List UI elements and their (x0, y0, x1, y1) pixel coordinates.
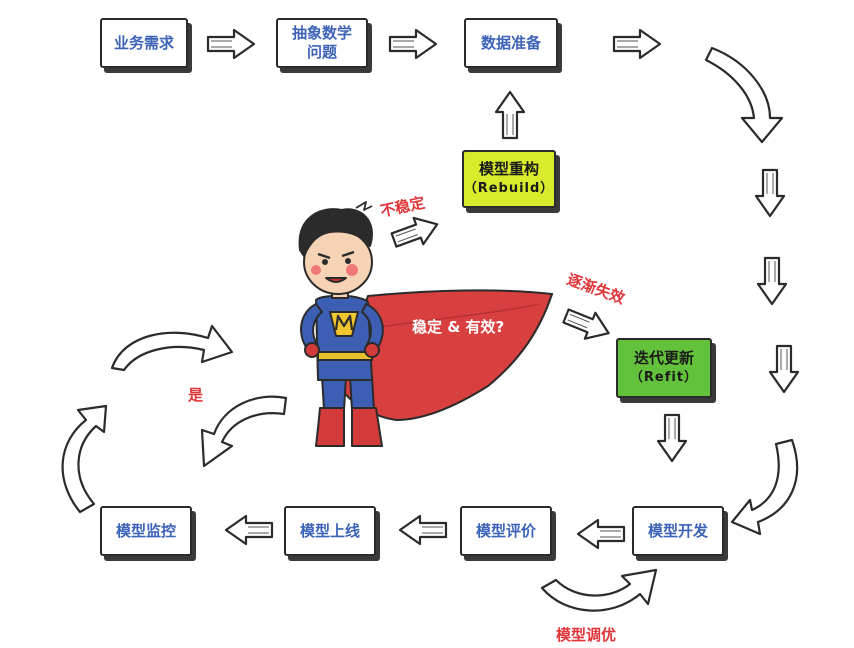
cape-text-stable-effective: 稳定 & 有效? (412, 318, 505, 336)
box-model-monitoring-label: 模型监控 (115, 521, 176, 540)
arrow-down-3 (768, 344, 800, 394)
curved-arrow-yes-down (200, 395, 288, 468)
box-model-evaluation-label: 模型评价 (475, 521, 536, 540)
box-abstract-line2: 问题 (306, 43, 337, 61)
note-model-tuning: 模型调优 (556, 626, 617, 644)
box-business-requirement-label: 业务需求 (113, 33, 174, 52)
box-model-evaluation[interactable]: 模型评价 (460, 506, 552, 556)
box-data-preparation-label: 数据准备 (480, 33, 541, 52)
box-model-deployment[interactable]: 模型上线 (284, 506, 376, 556)
box-model-development-label: 模型开发 (647, 521, 708, 540)
arrow-cape-to-refit (559, 301, 615, 348)
curved-arrow-to-develop (730, 438, 799, 536)
arrow-refit-to-develop (656, 413, 688, 463)
curved-arrow-right-top (704, 46, 784, 144)
arrow-deploy-to-monitor (224, 514, 274, 546)
box-model-development[interactable]: 模型开发 (632, 506, 724, 556)
box-abstract-math-problem[interactable]: 抽象数学 问题 (276, 18, 368, 68)
arrow-down-1 (754, 168, 786, 218)
curved-arrow-left-up (61, 404, 108, 514)
curved-arrow-tuning (540, 568, 658, 612)
arrow-rebuild-to-dataprep (494, 90, 526, 140)
box-model-rebuild[interactable]: 模型重构 （Rebuild） (462, 150, 556, 208)
box-business-requirement[interactable]: 业务需求 (100, 18, 188, 68)
box-refit-line2: （Refit） (629, 370, 699, 385)
box-iterative-refit[interactable]: 迭代更新 （Refit） (616, 338, 712, 398)
arrow-dataprep-out (612, 28, 662, 60)
box-model-deployment-label: 模型上线 (299, 521, 360, 540)
box-refit-line1: 迭代更新 (633, 349, 694, 367)
arrow-develop-to-evaluate (576, 518, 626, 550)
arrow-evaluate-to-deploy (398, 514, 448, 546)
superhero (298, 201, 384, 447)
curved-arrow-top-left (110, 324, 234, 372)
box-rebuild-line2: （Rebuild） (463, 181, 555, 196)
note-yes: 是 (188, 386, 204, 404)
box-rebuild-line1: 模型重构 (478, 160, 539, 178)
box-data-preparation[interactable]: 数据准备 (464, 18, 558, 68)
box-abstract-line1: 抽象数学 (291, 24, 352, 42)
arrow-requirement-to-abstract (206, 28, 256, 60)
arrow-abstract-to-dataprep (388, 28, 438, 60)
arrow-down-2 (756, 256, 788, 306)
box-model-monitoring[interactable]: 模型监控 (100, 506, 192, 556)
